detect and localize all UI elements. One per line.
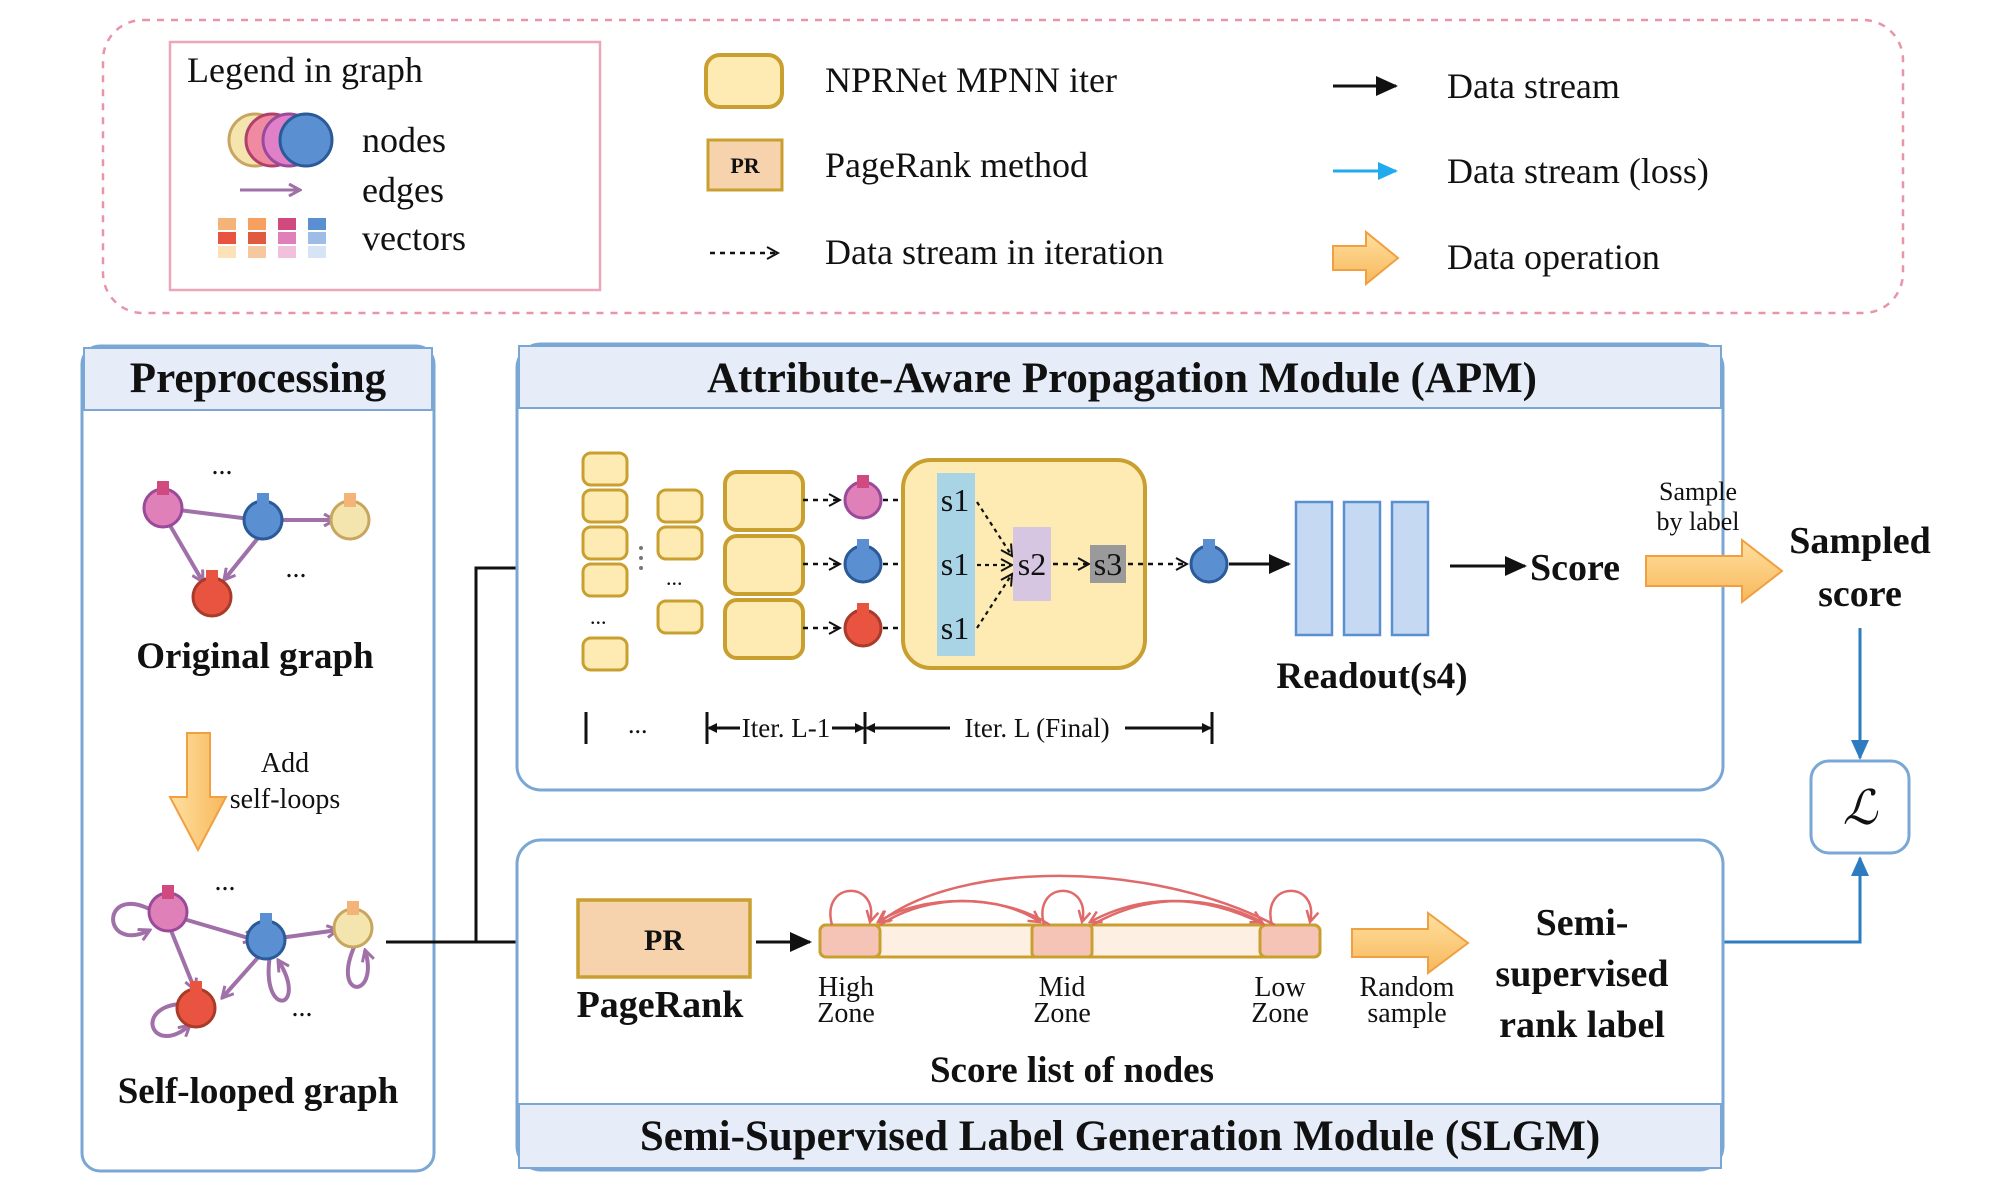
legend-iter-stream-label: Data stream in iteration <box>825 232 1164 272</box>
apm-s1-bot: s1 <box>941 610 969 646</box>
sample-by-label-line1: Sample <box>1659 477 1737 506</box>
original-graph: ... ... <box>142 450 371 618</box>
semi-label-line3: rank label <box>1499 1004 1665 1046</box>
zone-arcs <box>829 874 1311 927</box>
slgm-frame <box>515 838 1725 1172</box>
legend-operation-label: Data operation <box>1447 237 1660 277</box>
semi-label-line2: supervised <box>1495 953 1668 995</box>
apm-iter-prev-label: Iter. L-1 <box>742 713 830 743</box>
apm-s3: s3 <box>1094 546 1122 582</box>
legend-pr-icon <box>706 138 784 192</box>
apm-iter-prev-boxes <box>723 470 805 660</box>
legend-vectors-label: vectors <box>362 218 466 258</box>
legend-edges-label: edges <box>362 170 444 210</box>
preprocessing-header <box>83 347 433 411</box>
add-self-loops-line2: self-loops <box>230 784 340 815</box>
high-zone-line1: High <box>818 972 874 1003</box>
add-self-loops-line1: Add <box>261 748 309 779</box>
apm-s3-box <box>1090 545 1126 583</box>
apm-ellipsis-col2: ... <box>666 565 683 590</box>
preprocessing-frame <box>80 344 436 1173</box>
loss-box <box>1809 759 1911 855</box>
slgm-title: Semi-Supervised Label Generation Module … <box>640 1113 1600 1160</box>
slgm-pr-text: PR <box>644 924 684 957</box>
legend-mpnn-icon <box>704 53 784 109</box>
apm-s1-mid: s1 <box>941 546 969 582</box>
sampled-score-line1: Sampled <box>1789 520 1930 562</box>
legend: Legend in graph nodes edges vectors <box>101 18 1905 315</box>
legend-operation-icon <box>1332 229 1400 287</box>
apm-panel: Attribute-Aware Propagation Module (APM)… <box>515 342 1725 792</box>
self-looped-ellipsis-top: ... <box>215 866 236 897</box>
legend-nodes-label: nodes <box>362 120 446 160</box>
legend-graph-box <box>168 40 602 292</box>
high-zone <box>818 923 882 959</box>
mid-zone <box>1030 923 1094 959</box>
apm-s2-box <box>1013 527 1051 601</box>
low-zone-line1: Low <box>1254 972 1306 1003</box>
random-sample-line2: sample <box>1367 998 1446 1029</box>
sample-by-label-line2: by label <box>1656 507 1739 536</box>
sampled-score-group: Sample by label Sampled score <box>1645 477 1931 760</box>
legend-vectors-icon <box>218 218 326 258</box>
loss-symbol: ℒ <box>1843 782 1879 835</box>
low-zone-line2: Zone <box>1251 998 1309 1029</box>
self-looped-graph-label: Self-looped graph <box>118 1071 399 1112</box>
legend-loss-stream-label: Data stream (loss) <box>1447 151 1709 191</box>
apm-scale-ellipsis: ... <box>628 710 648 739</box>
original-graph-ellipsis-top: ... <box>212 450 233 481</box>
score-list-label: Score list of nodes <box>930 1050 1214 1091</box>
apm-ellipsis-col1: ... <box>590 604 607 629</box>
sample-by-label-arrow <box>1645 537 1784 605</box>
self-looped-graph: ... ... <box>111 866 372 1038</box>
random-sample-line1: Random <box>1360 972 1455 1003</box>
slgm-header <box>518 1103 1722 1169</box>
loss-input-connector <box>1688 856 1869 944</box>
sampled-score-line2: score <box>1818 573 1902 615</box>
apm-readout-bars <box>1294 500 1430 637</box>
mid-zone-line2: Zone <box>1033 998 1091 1029</box>
apm-score-label: Score <box>1530 547 1620 589</box>
apm-header <box>518 345 1722 409</box>
apm-s2: s2 <box>1018 546 1046 582</box>
apm-s1-top: s1 <box>941 482 969 518</box>
slgm-pr-box <box>576 898 752 979</box>
semi-label-line1: Semi- <box>1536 902 1629 944</box>
high-zone-line2: Zone <box>817 998 875 1029</box>
apm-iter-final-label: Iter. L (Final) <box>964 713 1109 743</box>
mid-zone-line1: Mid <box>1039 972 1086 1003</box>
legend-title: Legend in graph <box>187 50 423 90</box>
legend-pagerank-label: PageRank method <box>825 145 1088 185</box>
legend-mpnn-label: NPRNet MPNN iter <box>825 60 1117 100</box>
preprocessing-panel: Preprocessing ... ... Original graph Add… <box>80 344 436 1173</box>
add-self-loops-arrow <box>168 732 228 853</box>
apm-title: Attribute-Aware Propagation Module (APM) <box>707 355 1537 402</box>
slgm-pagerank-label: PageRank <box>577 984 745 1026</box>
legend-stream-label: Data stream <box>1447 66 1620 106</box>
apm-s1-stack <box>937 473 975 656</box>
low-zone <box>1258 923 1322 959</box>
legend-nodes-icon <box>227 112 334 168</box>
legend-pr-text: PR <box>730 153 760 178</box>
random-sample-arrow <box>1351 911 1470 975</box>
legend-frame <box>101 18 1905 315</box>
apm-iteration-scale <box>584 712 1214 744</box>
preprocessing-title: Preprocessing <box>130 355 387 402</box>
self-looped-ellipsis-bottom: ... <box>292 992 313 1023</box>
apm-early-iterations <box>581 451 704 672</box>
original-graph-label: Original graph <box>136 636 374 677</box>
apm-readout-label: Readout(s4) <box>1276 656 1467 697</box>
original-graph-ellipsis-right: ... <box>286 553 307 584</box>
slgm-panel: Semi-Supervised Label Generation Module … <box>515 838 1725 1172</box>
